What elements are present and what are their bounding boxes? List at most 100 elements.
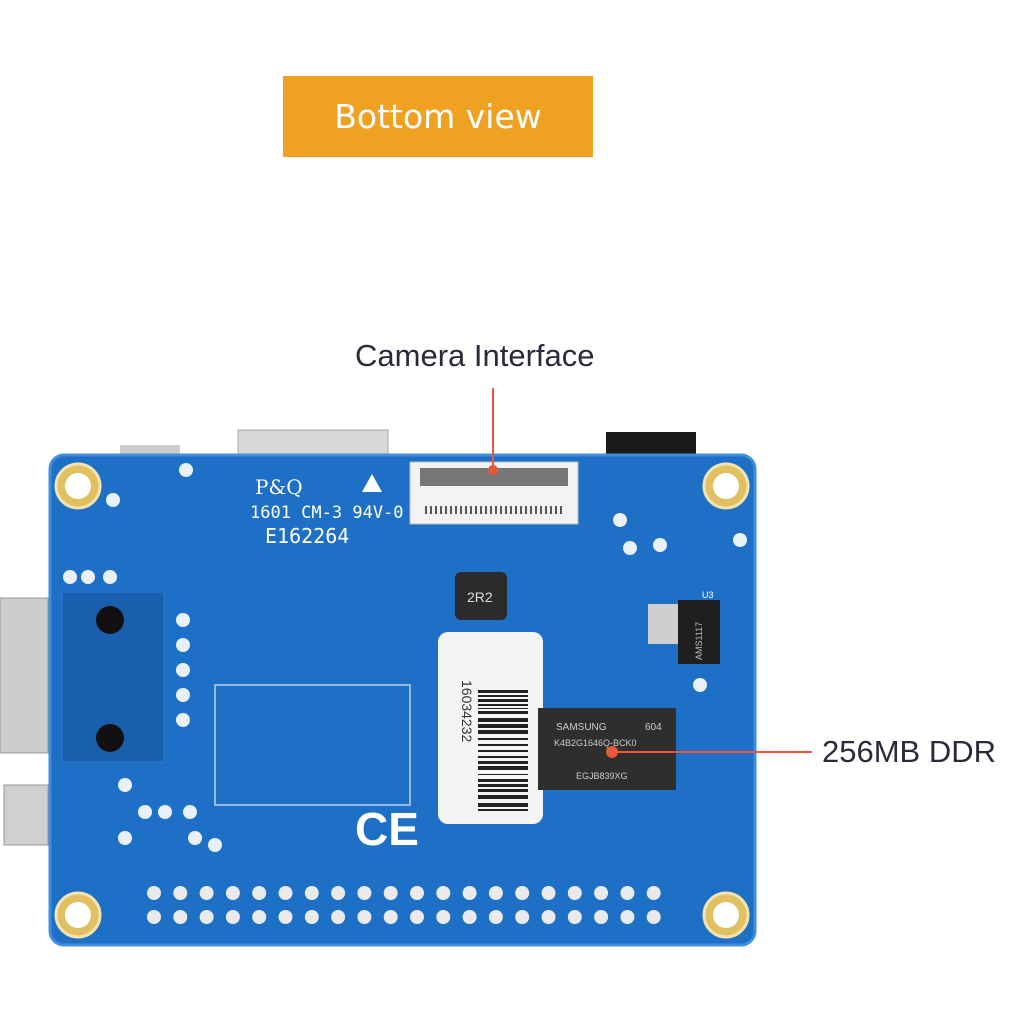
barcode-bar — [478, 718, 528, 722]
barcode-bar — [478, 795, 528, 799]
barcode-bar — [478, 744, 528, 746]
via — [183, 805, 197, 819]
via — [81, 570, 95, 584]
gpio-pin — [436, 886, 450, 900]
regulator-ref: U3 — [702, 590, 714, 600]
chip-brand: SAMSUNG — [556, 722, 607, 733]
gpio-pin — [279, 910, 293, 924]
via — [118, 778, 132, 792]
gpio-pin — [200, 886, 214, 900]
gpio-pin — [384, 886, 398, 900]
barcode-bar — [478, 766, 528, 770]
regulator-label: AMS1117 — [694, 622, 704, 660]
gpio-pin — [305, 910, 319, 924]
barcode-bar — [478, 704, 528, 706]
barcode-bar — [478, 699, 528, 702]
ethernet-port — [0, 598, 48, 753]
gpio-pin — [357, 886, 371, 900]
gpio-pin — [620, 910, 634, 924]
barcode-bar — [478, 784, 528, 787]
via — [176, 688, 190, 702]
silk-spec: 1601 CM-3 94V-0 — [250, 503, 404, 523]
camera-callout-dot — [488, 465, 498, 475]
gpio-pin — [331, 910, 345, 924]
ddr-callout-dot — [606, 746, 618, 758]
barcode-bar — [478, 690, 528, 693]
via — [188, 831, 202, 845]
gpio-pin — [489, 886, 503, 900]
barcode-bar — [478, 789, 528, 792]
gpio-pin — [226, 886, 240, 900]
gpio-pin — [568, 910, 582, 924]
gpio-pin — [542, 886, 556, 900]
via — [138, 805, 152, 819]
via — [623, 541, 637, 555]
gpio-pin — [331, 886, 345, 900]
gpio-pin — [515, 910, 529, 924]
gpio-pin — [620, 886, 634, 900]
silk-brand: P&Q — [255, 475, 303, 499]
gpio-pin — [515, 886, 529, 900]
gpio-pin — [279, 886, 293, 900]
barcode-bar — [478, 711, 528, 714]
gpio-pin — [200, 910, 214, 924]
chip-code: 604 — [645, 722, 662, 733]
gpio-pin — [147, 910, 161, 924]
barcode-bar — [478, 809, 528, 811]
chip-part: K4B2G1646Q-BCK0 — [554, 738, 637, 748]
gpio-pin — [463, 910, 477, 924]
barcode-bar — [478, 695, 528, 697]
gpio-pin — [410, 886, 424, 900]
barcode-bar — [478, 724, 528, 728]
via — [179, 463, 193, 477]
via — [176, 663, 190, 677]
barcode-bar — [478, 774, 528, 775]
via — [733, 533, 747, 547]
via — [176, 613, 190, 627]
barcode-number: 16034232 — [459, 680, 475, 743]
gpio-pin — [489, 910, 503, 924]
via — [653, 538, 667, 552]
gpio-pin — [542, 910, 556, 924]
chip-lot: EGJB839XG — [576, 771, 628, 781]
via — [158, 805, 172, 819]
via — [208, 838, 222, 852]
gpio-pin — [305, 886, 319, 900]
barcode-bar — [478, 750, 528, 752]
gpio-pin — [436, 910, 450, 924]
barcode-bar — [478, 779, 528, 782]
gpio-pin — [384, 910, 398, 924]
gpio-pin — [173, 886, 187, 900]
gpio-pin — [226, 910, 240, 924]
gpio-pin — [147, 886, 161, 900]
gpio-pin — [252, 886, 266, 900]
gpio-pin — [463, 886, 477, 900]
barcode-bar — [478, 803, 528, 807]
via — [103, 570, 117, 584]
via — [176, 713, 190, 727]
gpio-pin — [594, 886, 608, 900]
via — [106, 493, 120, 507]
gpio-pin — [357, 910, 371, 924]
silk-cert: E162264 — [265, 524, 349, 548]
barcode-bar — [478, 761, 528, 764]
gpio-pin — [647, 886, 661, 900]
gpio-pin — [410, 910, 424, 924]
barcode-bar — [478, 708, 528, 709]
inductor-label: 2R2 — [467, 589, 493, 605]
barcode-bar — [478, 730, 528, 734]
usb-side-port — [4, 785, 48, 845]
gpio-pin — [252, 910, 266, 924]
gpio-pin — [594, 910, 608, 924]
gpio-pin — [647, 910, 661, 924]
gpio-pin — [568, 886, 582, 900]
via — [613, 513, 627, 527]
barcode-bar — [478, 738, 528, 740]
via — [63, 570, 77, 584]
barcode-bar — [478, 756, 528, 758]
via — [118, 831, 132, 845]
via — [176, 638, 190, 652]
ce-mark: CE — [355, 803, 419, 855]
via — [693, 678, 707, 692]
